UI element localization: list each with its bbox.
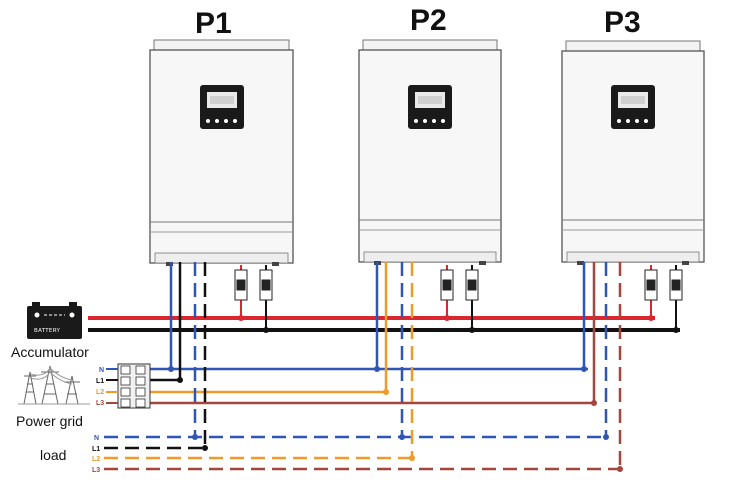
inverter-p1-title: P1 [195, 7, 232, 40]
grid-label-l2: L2 [96, 389, 104, 396]
load-label-n: N [94, 435, 99, 442]
inverter-p2: P2 [358, 4, 502, 265]
power-grid-label: Power grid [16, 413, 83, 429]
inverter-p3-display [611, 85, 655, 129]
inverter-p3: P3 [561, 6, 705, 265]
inverter-p1: P1 [149, 7, 294, 266]
inverter-p2-display [408, 85, 452, 129]
load-label-l2: L2 [92, 456, 100, 463]
grid-bus-labels: N L1 L2 L3 [96, 367, 118, 407]
inverter-p1-display [200, 85, 244, 129]
ac-output-bus [104, 262, 623, 472]
power-grid-icon [18, 365, 90, 405]
inverter-p2-title: P2 [410, 4, 447, 37]
ac-input-bus [150, 262, 597, 406]
grid-terminal-block [117, 363, 151, 409]
grid-label-l3: L3 [96, 400, 104, 407]
load-bus-labels: N L1 L2 L3 [92, 435, 100, 474]
load-label: load [40, 447, 66, 463]
load-label-l3: L3 [92, 467, 100, 474]
grid-label-n: N [99, 367, 104, 374]
battery-text: BATTERY [34, 328, 60, 334]
battery-icon: BATTERY [27, 302, 82, 339]
accumulator-label: Accumulator [11, 344, 89, 360]
grid-label-l1: L1 [96, 378, 104, 385]
dc-bus [88, 265, 683, 333]
load-label-l1: L1 [92, 446, 100, 453]
inverter-p3-title: P3 [604, 6, 641, 39]
dc-breakers [234, 269, 683, 301]
